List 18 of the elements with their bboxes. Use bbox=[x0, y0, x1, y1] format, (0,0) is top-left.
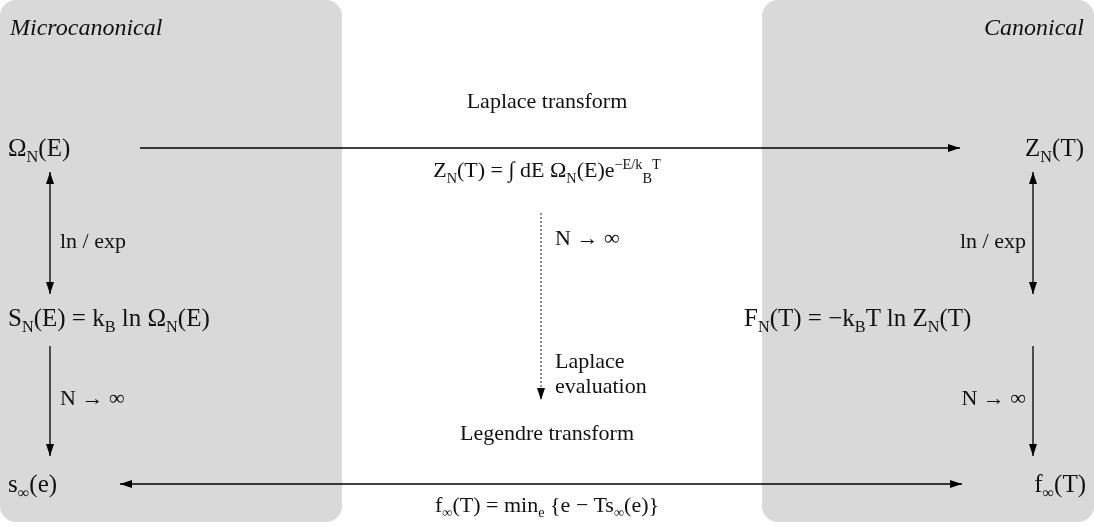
formula: s$_{∞}$(e) bbox=[8, 466, 106, 502]
edge-label: ln / exp bbox=[60, 228, 126, 254]
edge-label: ln / exp bbox=[960, 228, 1026, 254]
formula: Z$_{N}$(T) bbox=[974, 130, 1084, 166]
limit-label: N → ∞ bbox=[555, 225, 620, 251]
formula: f$_{∞}$(T) = min$_{e}$ {e − Ts$_{∞}$(e)} bbox=[433, 492, 661, 521]
panel-heading: Microcanonical bbox=[10, 14, 163, 41]
formula: f$_{∞}$(T) bbox=[976, 466, 1086, 502]
panel-heading: Canonical bbox=[984, 14, 1084, 41]
formula: Ω$_{N}$(E) bbox=[8, 130, 126, 166]
formula: S$_{N}$(E) = k$_{B}$ ln Ω$_{N}$(E) bbox=[8, 300, 334, 336]
edge-label: Laplace transform bbox=[465, 88, 629, 114]
panel-background bbox=[0, 0, 342, 522]
note-text: Laplace evaluation bbox=[555, 348, 648, 399]
edge-label: Legendre transform bbox=[458, 420, 636, 446]
formula: F$_{N}$(T) = −k$_{B}$T ln Z$_{N}$(T) bbox=[744, 300, 1089, 336]
edge-label: N → ∞ bbox=[60, 385, 125, 411]
edge-label: N → ∞ bbox=[961, 385, 1026, 411]
